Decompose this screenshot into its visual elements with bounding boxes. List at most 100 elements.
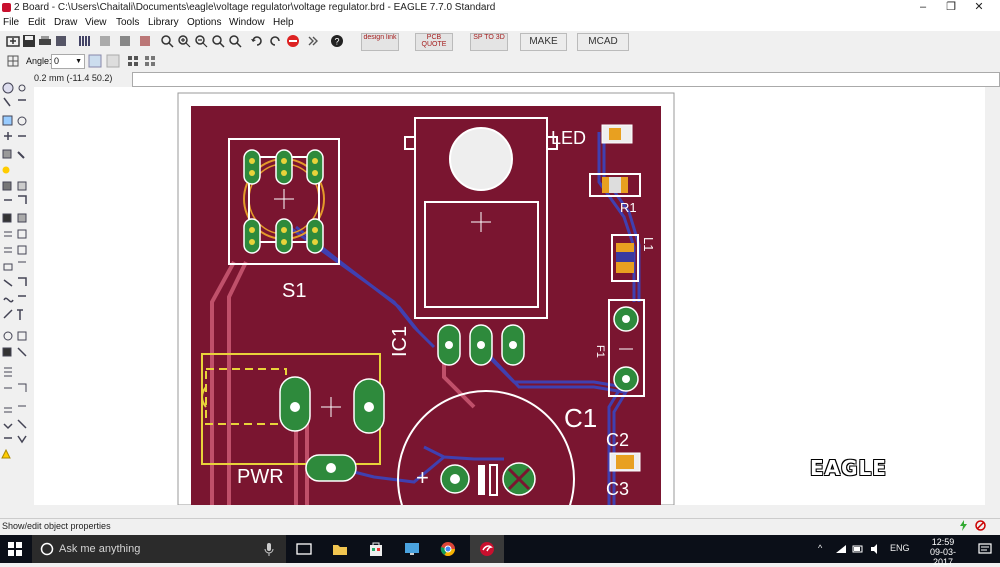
save-icon[interactable] [22, 34, 36, 48]
c1-capacitor [397, 390, 575, 567]
window-title: 2 Board - C:\Users\Chaitali\Documents\ea… [14, 2, 496, 13]
file-explorer-icon[interactable] [332, 542, 348, 556]
l1-label: L1 [641, 237, 656, 251]
c2-capacitor [609, 452, 641, 472]
c2-label: C2 [606, 430, 629, 450]
sp-to-3d-button[interactable]: SP TO 3D [470, 33, 508, 51]
align-left-icon[interactable] [126, 54, 140, 68]
horizontal-scrollbar[interactable] [34, 505, 997, 517]
language-indicator[interactable]: ENG [890, 543, 910, 553]
redo-icon[interactable] [268, 34, 282, 48]
f1-fuse [608, 299, 645, 397]
menu-options[interactable]: Options [187, 17, 222, 28]
menu-draw[interactable]: Draw [54, 17, 78, 28]
r1-label: R1 [620, 200, 637, 215]
menu-tools[interactable]: Tools [116, 17, 140, 28]
left-tool-palette [0, 78, 32, 518]
tool-palette-icons[interactable] [0, 78, 32, 518]
status-text: Show/edit object properties [2, 521, 111, 531]
notifications-icon[interactable] [978, 542, 992, 556]
search-placeholder: Ask me anything [59, 543, 141, 555]
close-button[interactable]: ✕ [974, 1, 984, 13]
windows-start-icon[interactable] [8, 542, 22, 556]
open-icon[interactable] [6, 34, 20, 48]
cam-icon[interactable] [54, 34, 68, 48]
chevron-up-icon[interactable]: ^ [818, 543, 823, 553]
board-canvas[interactable]: S1 IC1 LED R1 [34, 87, 997, 567]
go-icon[interactable] [306, 34, 320, 48]
chrome-icon[interactable] [440, 541, 456, 557]
menu-help[interactable]: Help [273, 17, 294, 28]
eagle-icon [480, 542, 494, 556]
ulp-icon[interactable] [118, 34, 132, 48]
lightning-icon[interactable] [958, 520, 969, 531]
pwr-connector [201, 353, 385, 482]
zoom-fit-icon[interactable] [160, 34, 174, 48]
c1-label: C1 [564, 403, 597, 433]
eagle-watermark: EAGLE [810, 456, 887, 480]
vertical-scrollbar[interactable] [985, 87, 997, 505]
eagle-app-icon [2, 3, 11, 12]
menu-window[interactable]: Window [229, 17, 265, 28]
make-button[interactable]: MAKE [520, 33, 567, 51]
zoom-out-icon[interactable] [194, 34, 208, 48]
redraw-icon[interactable] [211, 34, 225, 48]
menu-edit[interactable]: Edit [28, 17, 46, 28]
windows-taskbar: Ask me anything ^ ENG 12:59 09-03-2017 [0, 535, 1000, 567]
help-icon[interactable]: ? [330, 34, 344, 48]
pcb-quote-button[interactable]: PCB QUOTE [415, 33, 453, 51]
mirror-icon[interactable] [88, 54, 102, 68]
align-grid-icon[interactable] [143, 54, 157, 68]
mcad-button[interactable]: MCAD [577, 33, 629, 51]
microphone-icon[interactable] [264, 543, 274, 556]
designlink-button[interactable]: design link [361, 33, 399, 51]
menu-bar: File Edit Draw View Tools Library Option… [0, 15, 1000, 31]
network-icon[interactable] [835, 544, 847, 554]
title-bar: 2 Board - C:\Users\Chaitali\Documents\ea… [0, 0, 1000, 15]
layer-icon[interactable] [138, 34, 152, 48]
cortana-icon [40, 542, 54, 556]
store-icon[interactable] [368, 541, 384, 557]
menu-view[interactable]: View [85, 17, 107, 28]
use-library-icon[interactable] [78, 34, 92, 48]
zoom-select-icon[interactable] [228, 34, 242, 48]
status-bar: Show/edit object properties [0, 518, 1000, 533]
undo-icon[interactable] [250, 34, 264, 48]
coordinate-readout: 0.2 mm (-11.4 50.2) [34, 73, 113, 83]
menu-file[interactable]: File [3, 17, 20, 28]
maximize-button[interactable]: ❐ [946, 1, 956, 13]
main-toolbar: ? design link PCB QUOTE SP TO 3D MAKE MC… [0, 31, 1000, 53]
volume-icon[interactable] [870, 544, 882, 554]
svg-text:?: ? [334, 37, 339, 47]
task-view-icon[interactable] [296, 542, 312, 556]
c3-label: C3 [606, 479, 629, 499]
zoom-in-icon[interactable] [177, 34, 191, 48]
grid-icon[interactable] [6, 54, 20, 68]
chevron-down-icon: ▼ [75, 58, 82, 65]
pcb-layout[interactable]: S1 IC1 LED R1 [34, 87, 997, 567]
mcad-label: MCAD [588, 36, 618, 47]
stop-icon[interactable] [286, 34, 300, 48]
l1-inductor [611, 234, 639, 282]
print-icon[interactable] [38, 34, 52, 48]
battery-icon[interactable] [852, 544, 864, 554]
minimize-button[interactable]: – [919, 1, 927, 13]
clock[interactable]: 12:59 09-03-2017 [920, 537, 966, 567]
angle-label: Angle: [26, 56, 52, 66]
command-input[interactable] [132, 72, 1000, 87]
menu-library[interactable]: Library [148, 17, 179, 28]
eagle-taskbar-button[interactable] [470, 535, 504, 563]
remote-desktop-icon[interactable] [404, 541, 420, 557]
cancel-icon[interactable] [975, 520, 986, 531]
r1-resistor [589, 173, 641, 197]
c1-plus-label: + [416, 465, 429, 490]
led-component [601, 124, 633, 144]
script-icon[interactable] [98, 34, 112, 48]
s1-label: S1 [282, 280, 306, 302]
led-label: LED [551, 128, 586, 148]
s1-switch [228, 138, 340, 265]
spin-icon[interactable] [106, 54, 120, 68]
angle-value: 0 [54, 56, 60, 66]
taskbar-search[interactable]: Ask me anything [32, 535, 286, 563]
angle-select[interactable]: 0 ▼ [51, 54, 85, 69]
